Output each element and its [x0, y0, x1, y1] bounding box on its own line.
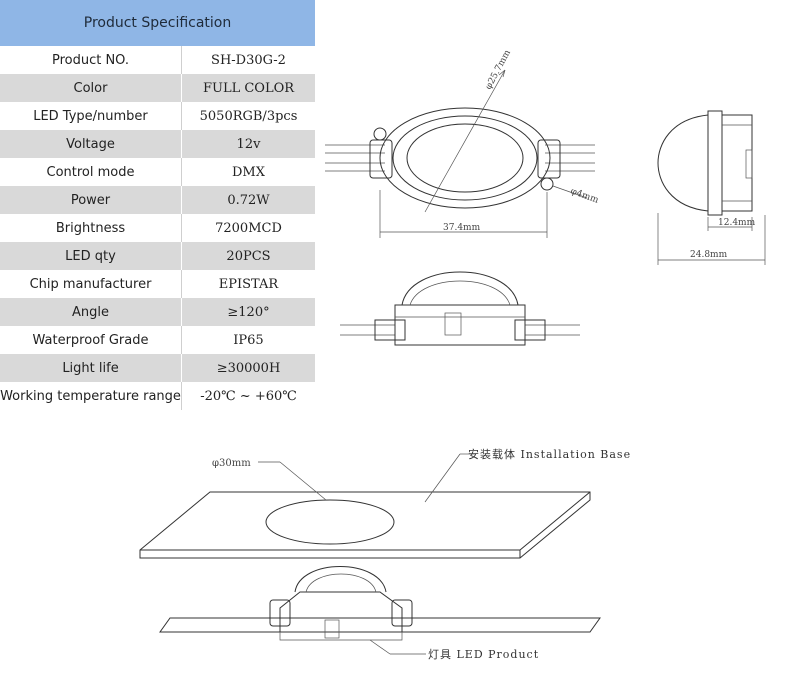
spec-value: ≥120° — [227, 304, 270, 320]
installation-drawing: φ30mm 安装载体 Installation Base 灯具 LED Prod… — [139, 447, 631, 661]
installation-product-label: 灯具 LED Product — [428, 648, 539, 661]
spec-value: 20PCS — [226, 248, 271, 264]
spec-row: Light life ≥30000H — [0, 354, 315, 382]
top-view-drawing: φ25.7mm φ4mm 37.4mm — [325, 48, 600, 238]
top-view-width-label: 37.4mm — [443, 223, 481, 233]
spec-label: Brightness — [0, 214, 182, 242]
installation-hole-label: φ30mm — [212, 458, 251, 469]
front-profile-drawing — [340, 271, 580, 346]
spec-label: Color — [0, 74, 182, 102]
side-view-depth-label: 12.4mm — [718, 218, 756, 228]
spec-row: Color FULL COLOR — [0, 74, 315, 102]
spec-label: LED Type/number — [0, 102, 182, 130]
spec-value: 12v — [236, 136, 261, 152]
spec-label: Angle — [0, 298, 182, 326]
spec-row: Control mode DMX — [0, 158, 315, 186]
top-view-hole-label: φ4mm — [569, 186, 600, 206]
spec-label: LED qty — [0, 242, 182, 270]
spec-value: DMX — [232, 164, 265, 180]
spec-row: LED qty 20PCS — [0, 242, 315, 270]
spec-label: Voltage — [0, 130, 182, 158]
spec-value: ≥30000H — [216, 360, 281, 376]
spec-row: Chip manufacturer EPISTAR — [0, 270, 315, 298]
spec-value: EPISTAR — [218, 276, 279, 292]
spec-row: Product NO. SH-D30G-2 — [0, 46, 315, 74]
spec-value: 0.72W — [227, 192, 270, 208]
spec-table-title: Product Specification — [0, 0, 315, 46]
spec-value: IP65 — [233, 332, 264, 348]
spec-row: Waterproof Grade IP65 — [0, 326, 315, 354]
side-view-height-label: 24.8mm — [690, 250, 728, 260]
installation-base-label: 安装载体 Installation Base — [468, 447, 631, 461]
spec-label: Working temperature range — [0, 382, 182, 410]
top-view-diameter-label: φ25.7mm — [484, 48, 513, 91]
side-view-drawing: 12.4mm 24.8mm — [657, 110, 766, 265]
spec-value: FULL COLOR — [202, 80, 295, 96]
spec-row: Power 0.72W — [0, 186, 315, 214]
spec-row: Working temperature range -20℃ ~ +60℃ — [0, 382, 315, 410]
spec-value: -20℃ ~ +60℃ — [200, 388, 297, 404]
spec-table: Product Specification Product NO. SH-D30G… — [0, 0, 315, 410]
spec-value: 5050RGB/3pcs — [199, 108, 298, 124]
spec-label: Light life — [0, 354, 182, 382]
spec-label: Control mode — [0, 158, 182, 186]
spec-label: Product NO. — [0, 46, 182, 74]
spec-row: Angle ≥120° — [0, 298, 315, 326]
spec-label: Waterproof Grade — [0, 326, 182, 354]
spec-row: Brightness 7200MCD — [0, 214, 315, 242]
spec-row: LED Type/number 5050RGB/3pcs — [0, 102, 315, 130]
spec-label: Chip manufacturer — [0, 270, 182, 298]
spec-row: Voltage 12v — [0, 130, 315, 158]
spec-value: SH-D30G-2 — [211, 52, 286, 68]
spec-value: 7200MCD — [215, 220, 282, 236]
spec-label: Power — [0, 186, 182, 214]
